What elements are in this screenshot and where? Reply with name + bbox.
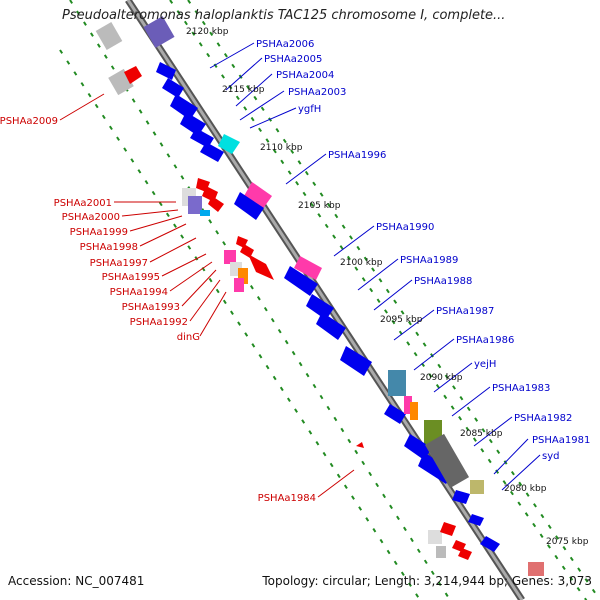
topology-text: Topology: circular; Length: 3,214,944 bp… bbox=[262, 574, 592, 588]
gene-label[interactable]: PSHAa1994 bbox=[110, 287, 168, 298]
gene-label[interactable]: PSHAa1982 bbox=[514, 413, 572, 424]
forward-gene-arrow bbox=[384, 404, 406, 424]
gene-label[interactable]: PSHAa1986 bbox=[456, 335, 514, 346]
leader-lines bbox=[59, 42, 541, 498]
forward-gene-arrow bbox=[452, 490, 470, 504]
gene-block bbox=[224, 250, 236, 264]
map-title: Pseudoalteromonas haloplanktis TAC125 ch… bbox=[62, 8, 506, 23]
forward-gene-arrow bbox=[156, 62, 176, 80]
gene-glyphs bbox=[95, 16, 544, 576]
kbp-tick-label: 2095 kbp bbox=[380, 315, 423, 325]
gene-label[interactable]: PSHAa1987 bbox=[436, 306, 494, 317]
gene-label[interactable]: PSHAa1988 bbox=[414, 276, 472, 287]
reverse-gene-arrow bbox=[356, 442, 364, 448]
gene-block bbox=[200, 210, 210, 216]
gene-label[interactable]: PSHAa2003 bbox=[288, 87, 346, 98]
forward-gene-arrow bbox=[234, 192, 264, 220]
kbp-tick-label: 2090 kbp bbox=[420, 373, 463, 383]
forward-gene-arrow bbox=[316, 312, 346, 340]
gene-block bbox=[188, 196, 202, 214]
reverse-gene-arrow bbox=[240, 244, 254, 258]
gene-block bbox=[428, 530, 442, 544]
gene-label[interactable]: PSHAa2004 bbox=[276, 70, 334, 81]
gene-label[interactable]: PSHAa2009 bbox=[0, 116, 58, 127]
gene-label[interactable]: dinG bbox=[177, 332, 200, 343]
gene-block bbox=[238, 268, 248, 284]
forward-gene-arrow bbox=[480, 536, 500, 552]
gene-block bbox=[388, 370, 406, 396]
reverse-gene-labels: PSHAa2009 PSHAa2001 PSHAa2000 PSHAa1999 … bbox=[0, 116, 316, 504]
kbp-tick-label: 2120 kbp bbox=[186, 27, 229, 37]
gene-label[interactable]: yejH bbox=[474, 359, 496, 370]
gene-label[interactable]: PSHAa1999 bbox=[70, 227, 128, 238]
gene-label[interactable]: PSHAa1995 bbox=[102, 272, 160, 283]
gene-block bbox=[410, 402, 418, 420]
gene-label[interactable]: PSHAa1984 bbox=[258, 493, 316, 504]
gene-block bbox=[528, 562, 544, 576]
reverse-gene-arrow bbox=[458, 548, 472, 560]
forward-gene-arrow bbox=[218, 134, 240, 154]
reverse-gene-arrow bbox=[248, 254, 274, 280]
reverse-gene-arrow bbox=[124, 66, 142, 84]
kbp-tick-label: 2100 kbp bbox=[340, 258, 383, 268]
forward-gene-arrow bbox=[306, 294, 334, 320]
gene-label[interactable]: PSHAa1996 bbox=[328, 150, 386, 161]
gene-label[interactable]: PSHAa1989 bbox=[400, 255, 458, 266]
kbp-tick-label: 2085 kbp bbox=[460, 429, 503, 439]
gene-label[interactable]: PSHAa1993 bbox=[122, 302, 180, 313]
gene-block bbox=[470, 480, 484, 494]
forward-gene-arrow bbox=[284, 266, 318, 296]
kbp-tick-label: 2105 kbp bbox=[298, 201, 341, 211]
forward-gene-arrow bbox=[294, 256, 322, 280]
gene-label[interactable]: PSHAa1998 bbox=[80, 242, 138, 253]
reverse-gene-arrow bbox=[208, 196, 224, 212]
accession-text: Accession: NC_007481 bbox=[8, 574, 145, 588]
gene-block bbox=[404, 396, 412, 414]
dotted-guides bbox=[59, 0, 600, 600]
gene-label[interactable]: ygfH bbox=[298, 104, 321, 115]
gene-label[interactable]: PSHAa1990 bbox=[376, 222, 434, 233]
gene-block bbox=[234, 278, 244, 292]
forward-gene-arrow bbox=[468, 514, 484, 526]
gene-label[interactable]: PSHAa2005 bbox=[264, 54, 322, 65]
forward-gene-arrow bbox=[340, 346, 372, 376]
reverse-gene-arrow bbox=[440, 522, 456, 536]
gene-block bbox=[436, 546, 446, 558]
forward-gene-arrow bbox=[200, 142, 224, 162]
gene-label[interactable]: PSHAa1983 bbox=[492, 383, 550, 394]
forward-gene-arrow bbox=[244, 182, 272, 210]
gene-label[interactable]: PSHAa2000 bbox=[62, 212, 120, 223]
kbp-tick-label: 2080 kbp bbox=[504, 484, 547, 494]
gene-block bbox=[424, 433, 470, 489]
gene-label[interactable]: syd bbox=[542, 451, 559, 462]
forward-gene-labels: PSHAa2006 PSHAa2005 PSHAa2004 PSHAa2003 … bbox=[256, 39, 590, 462]
gene-block bbox=[95, 21, 123, 51]
gene-label[interactable]: PSHAa2006 bbox=[256, 39, 314, 50]
gene-label[interactable]: PSHAa2001 bbox=[54, 198, 112, 209]
kbp-tick-label: 2110 kbp bbox=[260, 143, 303, 153]
kbp-ticks: 2120 kbp 2115 kbp 2110 kbp 2105 kbp 2100… bbox=[186, 27, 589, 547]
gene-label[interactable]: PSHAa1981 bbox=[532, 435, 590, 446]
forward-gene-arrow bbox=[162, 78, 184, 98]
gene-block bbox=[143, 16, 175, 48]
forward-gene-arrow bbox=[190, 128, 214, 148]
kbp-tick-label: 2115 kbp bbox=[222, 85, 265, 95]
gene-label[interactable]: PSHAa1992 bbox=[130, 317, 188, 328]
kbp-tick-label: 2075 kbp bbox=[546, 537, 589, 547]
gene-label[interactable]: PSHAa1997 bbox=[90, 258, 148, 269]
forward-gene-arrow bbox=[170, 94, 198, 120]
